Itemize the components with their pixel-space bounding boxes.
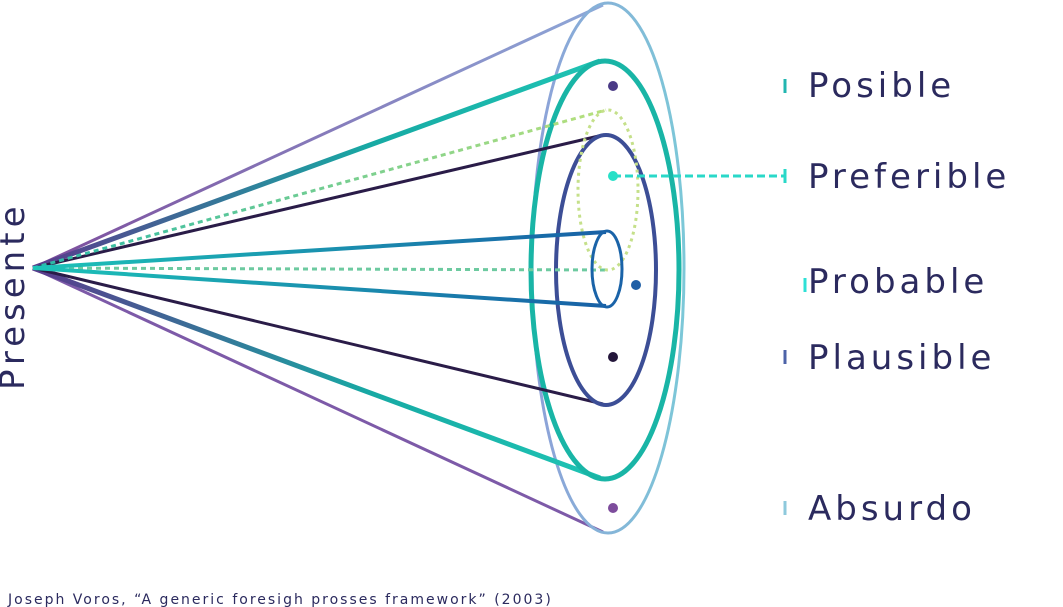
dot-plausible bbox=[608, 352, 618, 362]
marker-probable bbox=[631, 278, 807, 292]
marker-preferible bbox=[608, 169, 787, 183]
label-preferible: Preferible bbox=[808, 157, 1010, 197]
dot-preferible bbox=[608, 171, 618, 181]
label-presente: Presente bbox=[0, 202, 33, 390]
dot-absurdo bbox=[608, 503, 618, 513]
cone-plausible bbox=[32, 133, 658, 407]
marker-plausible bbox=[608, 350, 787, 364]
label-absurdo: Absurdo bbox=[808, 489, 976, 529]
cone-preferible bbox=[32, 108, 640, 272]
marker-posible bbox=[608, 79, 787, 93]
dot-probable bbox=[631, 280, 641, 290]
label-plausible: Plausible bbox=[808, 338, 995, 378]
dot-posible bbox=[608, 81, 618, 91]
marker-absurdo bbox=[608, 501, 787, 515]
label-posible: Posible bbox=[808, 66, 955, 106]
source-credit: Joseph Voros, “A generic foresigh prosse… bbox=[7, 592, 553, 607]
label-probable: Probable bbox=[808, 262, 988, 302]
cone-probable bbox=[32, 229, 624, 309]
